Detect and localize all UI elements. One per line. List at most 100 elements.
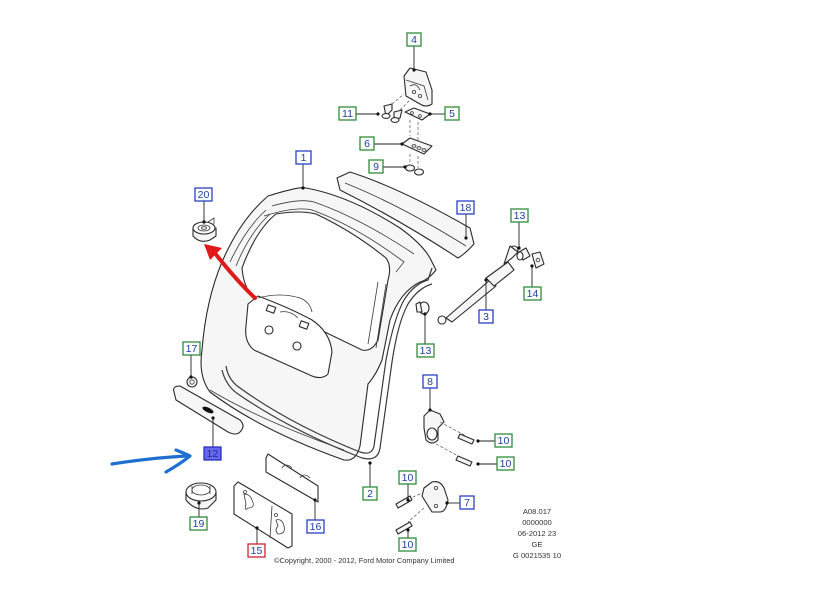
callout-box xyxy=(510,208,529,223)
latch-part xyxy=(423,409,467,459)
callout-20[interactable]: 20 xyxy=(194,187,213,202)
callout-label: 11 xyxy=(342,108,353,120)
callout-box xyxy=(189,516,208,531)
latch-bolts-part xyxy=(455,433,475,467)
callout-6[interactable]: 6 xyxy=(359,136,375,151)
striker-bracket-part xyxy=(405,481,449,523)
callout-label: 3 xyxy=(483,311,489,323)
callout-box xyxy=(295,150,312,165)
callout-label: 15 xyxy=(251,545,263,557)
callout-label: 13 xyxy=(420,345,432,357)
callout-2[interactable]: 2 xyxy=(362,486,378,501)
hinge-reinforcement-part xyxy=(401,137,433,168)
trim-strip-part xyxy=(173,385,244,435)
callout-10a[interactable]: 10 xyxy=(494,433,513,448)
callout-1[interactable]: 1 xyxy=(295,150,312,165)
callout-7[interactable]: 7 xyxy=(459,495,475,510)
blue-annotation-arrow xyxy=(110,448,192,474)
callout-box xyxy=(368,159,384,174)
callout-9[interactable]: 9 xyxy=(368,159,384,174)
callout-8[interactable]: 8 xyxy=(422,374,438,389)
callout-label: 12 xyxy=(207,448,219,460)
callout-label: 14 xyxy=(527,288,539,300)
callout-13a[interactable]: 13 xyxy=(510,208,529,223)
callout-label: 9 xyxy=(373,161,379,173)
callout-label: 8 xyxy=(427,376,433,388)
weatherstrip-part xyxy=(221,267,433,460)
callout-box xyxy=(194,187,213,202)
callout-label: 20 xyxy=(198,189,210,201)
callout-10c[interactable]: 10 xyxy=(398,470,417,485)
callout-label: 10 xyxy=(402,472,414,484)
callout-label: 1 xyxy=(301,152,307,164)
callout-14[interactable]: 14 xyxy=(523,286,542,301)
licence-plate-bracket-part xyxy=(233,481,293,549)
callout-13b[interactable]: 13 xyxy=(416,343,435,358)
callout-15[interactable]: 15 xyxy=(247,543,266,558)
callout-box xyxy=(359,136,375,151)
reference-block: A08.017 0000000 06-2012 23 GE G 0021535 … xyxy=(513,507,561,560)
red-annotation-arrow xyxy=(204,244,257,300)
reference-line: 0000000 xyxy=(522,518,552,527)
callout-19[interactable]: 19 xyxy=(189,516,208,531)
callout-label: 5 xyxy=(449,108,455,120)
ball-stud-upper-part xyxy=(516,247,531,261)
callout-label: 17 xyxy=(186,343,198,355)
callout-16[interactable]: 16 xyxy=(306,519,325,534)
callout-box xyxy=(406,32,422,47)
callout-box xyxy=(494,433,513,448)
callout-box xyxy=(422,374,438,389)
callout-box xyxy=(459,495,475,510)
callout-5[interactable]: 5 xyxy=(444,106,460,121)
leader-lines xyxy=(189,46,534,544)
trim-nut-part xyxy=(186,376,198,388)
callout-label: 10 xyxy=(402,539,414,551)
callout-3[interactable]: 3 xyxy=(478,309,494,324)
reference-line: G 0021535 10 xyxy=(513,551,561,560)
callout-label: 10 xyxy=(500,458,512,470)
reference-line: GE xyxy=(532,540,543,549)
callout-label: 16 xyxy=(310,521,322,533)
callout-box xyxy=(478,309,494,324)
callout-4[interactable]: 4 xyxy=(406,32,422,47)
callout-box xyxy=(362,486,378,501)
callout-label: 2 xyxy=(367,488,373,500)
tailgate-part xyxy=(200,187,437,461)
callout-17[interactable]: 17 xyxy=(182,341,201,356)
gas-strut-part xyxy=(437,245,519,325)
callout-box xyxy=(203,446,222,461)
bump-stop-part xyxy=(192,217,217,242)
callout-12[interactable]: 12 xyxy=(203,446,222,461)
callout-box xyxy=(338,106,357,121)
callout-box xyxy=(182,341,201,356)
callout-box xyxy=(398,537,417,552)
callout-label: 7 xyxy=(464,497,470,509)
hinge-bolts-part xyxy=(381,93,413,123)
callout-box xyxy=(398,470,417,485)
hinge-part xyxy=(403,67,433,107)
clip-nut-part xyxy=(531,251,545,269)
callout-10b[interactable]: 10 xyxy=(496,456,515,471)
copyright-notice: ©Copyright, 2000 - 2012, Ford Motor Comp… xyxy=(274,556,454,565)
grommet-part xyxy=(185,482,217,510)
callout-label: 18 xyxy=(460,202,472,214)
callout-label: 4 xyxy=(411,34,417,46)
callout-label: 6 xyxy=(364,138,370,150)
reference-line: A08.017 xyxy=(523,507,551,516)
callout-box xyxy=(306,519,325,534)
callout-18[interactable]: 18 xyxy=(456,200,475,215)
callout-label: 10 xyxy=(498,435,510,447)
callout-11[interactable]: 11 xyxy=(338,106,357,121)
callout-box xyxy=(416,343,435,358)
callout-label: 13 xyxy=(514,210,526,222)
callout-box xyxy=(247,543,266,558)
callout-box xyxy=(523,286,542,301)
callout-10d[interactable]: 10 xyxy=(398,537,417,552)
spoiler-part xyxy=(336,171,475,259)
callout-box xyxy=(496,456,515,471)
ball-stud-lower-part xyxy=(415,301,430,315)
callout-box xyxy=(456,200,475,215)
callout-label: 19 xyxy=(193,518,205,530)
striker-bolts-part xyxy=(395,495,413,535)
